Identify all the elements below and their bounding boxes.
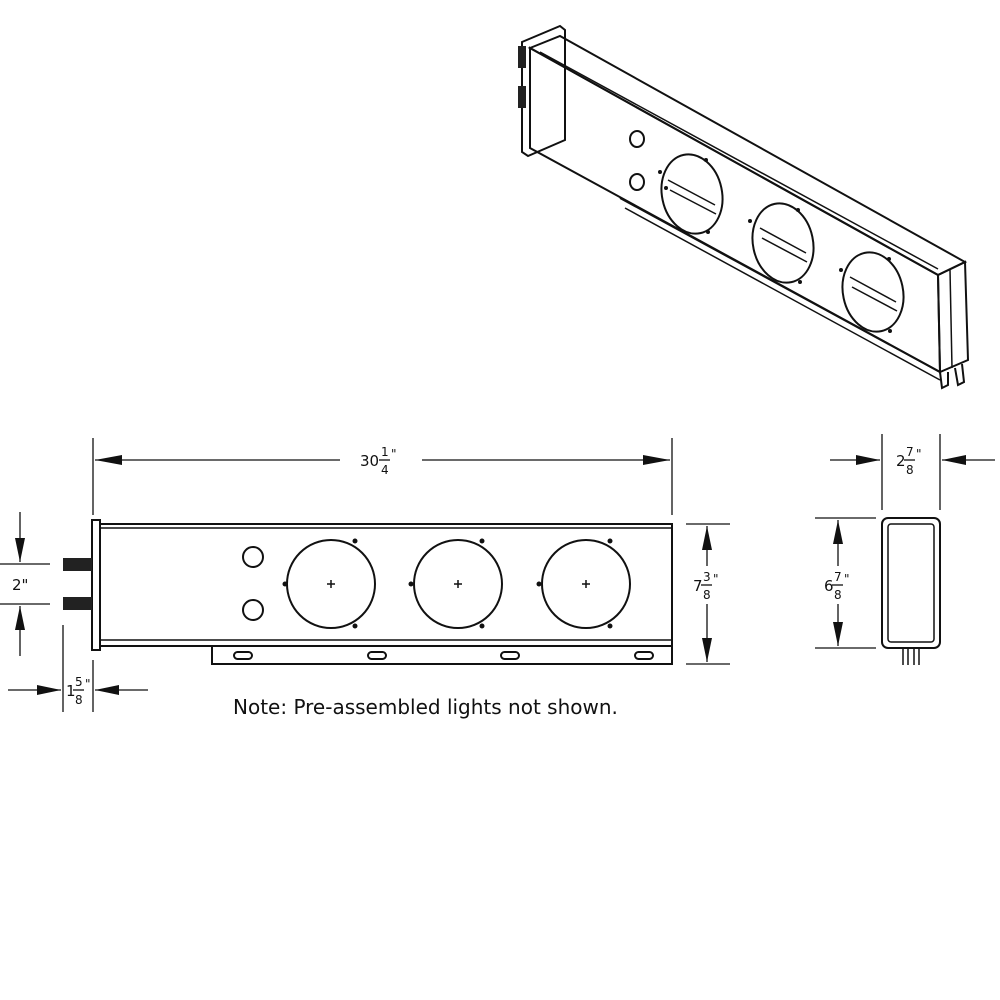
depth-whole: 2 bbox=[896, 452, 906, 470]
iso-light-hole-1 bbox=[660, 153, 724, 235]
iso-small-hole-1 bbox=[629, 130, 645, 148]
iso-small-hole-2 bbox=[629, 173, 645, 191]
dimension-height: 7 3 8 " bbox=[686, 523, 730, 665]
iso-top-face bbox=[527, 34, 968, 277]
mounting-stud-2 bbox=[63, 597, 92, 610]
iso-stud-bottom bbox=[518, 86, 526, 108]
light-hole-3 bbox=[536, 538, 631, 629]
light-hole-1 bbox=[282, 538, 376, 629]
bracket-slot-1 bbox=[233, 651, 253, 660]
dimension-side-height: 6 7 8 " bbox=[815, 517, 876, 649]
depth-unit: " bbox=[916, 447, 922, 461]
small-hole-2 bbox=[242, 599, 264, 621]
side-view bbox=[881, 517, 941, 665]
overall-length-unit: " bbox=[391, 447, 397, 461]
isometric-view bbox=[518, 24, 970, 390]
bracket-slot-2 bbox=[367, 651, 387, 660]
side-height-whole: 6 bbox=[824, 577, 834, 595]
iso-light-hole-2 bbox=[751, 202, 815, 284]
height-unit: " bbox=[713, 572, 719, 586]
front-view bbox=[63, 519, 673, 665]
bracket-slot-4 bbox=[634, 651, 654, 660]
bracket-slot-3 bbox=[500, 651, 520, 660]
small-hole-1 bbox=[242, 546, 264, 568]
stud-length-numerator: 5 bbox=[75, 675, 83, 689]
depth-numerator: 7 bbox=[906, 445, 914, 459]
iso-light-hole-3 bbox=[841, 251, 905, 333]
side-profile-inner bbox=[887, 523, 935, 643]
drawing-note: Note: Pre-assembled lights not shown. bbox=[233, 695, 618, 719]
height-denominator: 8 bbox=[703, 588, 711, 602]
height-whole: 7 bbox=[693, 577, 703, 595]
bottom-bracket bbox=[211, 645, 673, 665]
dimension-depth: 2 7 8 " bbox=[830, 434, 995, 510]
end-flange bbox=[91, 519, 101, 651]
stud-spacing-label: 2" bbox=[12, 576, 28, 594]
stud-length-whole: 1 bbox=[66, 682, 76, 700]
side-height-denominator: 8 bbox=[834, 588, 842, 602]
side-profile-outer bbox=[881, 517, 941, 649]
light-hole-2 bbox=[408, 538, 503, 629]
iso-stud-top bbox=[518, 46, 526, 68]
height-numerator: 3 bbox=[703, 570, 711, 584]
iso-front-face bbox=[529, 46, 942, 374]
overall-length-denominator: 4 bbox=[381, 463, 389, 477]
depth-denominator: 8 bbox=[906, 463, 914, 477]
iso-right-end bbox=[936, 260, 970, 374]
side-height-unit: " bbox=[844, 572, 850, 586]
iso-end-plate bbox=[521, 24, 566, 158]
stud-length-denominator: 8 bbox=[75, 693, 83, 707]
dimension-stud-spacing: 2" bbox=[0, 512, 50, 656]
overall-length-whole: 30 bbox=[360, 452, 379, 470]
mounting-stud-1 bbox=[63, 558, 92, 571]
dimension-stud-length: 1 5 8 " bbox=[8, 625, 148, 712]
side-height-numerator: 7 bbox=[834, 570, 842, 584]
dimension-overall-length: 30 1 4 " bbox=[92, 438, 673, 515]
overall-length-numerator: 1 bbox=[381, 445, 389, 459]
stud-length-unit: " bbox=[85, 677, 91, 691]
